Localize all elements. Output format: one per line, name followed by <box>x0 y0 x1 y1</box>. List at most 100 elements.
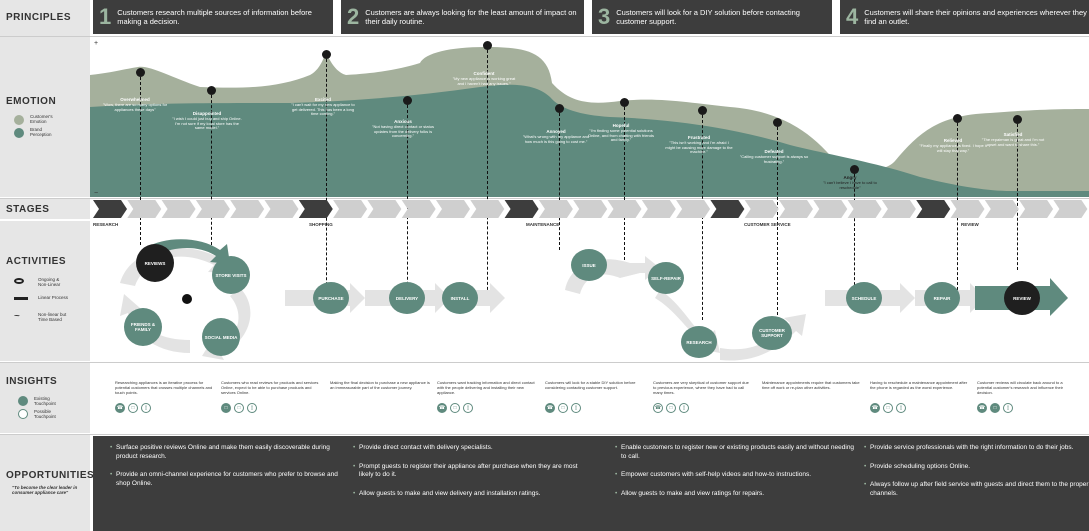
existing-touchpoint-legend: Existing Touchpoint <box>34 396 56 406</box>
emotion-quote: "My new appliance is working great and I… <box>452 75 516 86</box>
computer-icon: □ <box>666 403 676 413</box>
insights-label-bg <box>0 363 90 433</box>
mobile-icon: ▯ <box>571 403 581 413</box>
opportunity-column: Provide direct contact with delivery spe… <box>353 444 593 508</box>
emotion-drop-line <box>624 107 625 260</box>
emotion-title: Defeated <box>764 149 784 154</box>
nonlinear-legend-icon: ~ <box>14 311 20 322</box>
emotion-drop-line <box>211 95 212 245</box>
principle-3: 3 Customers will look for a DIY solution… <box>592 0 832 34</box>
opportunity-item: Enable customers to register new or exis… <box>615 444 855 461</box>
emotion-face-icon <box>483 41 492 50</box>
emotion-title: Confident <box>473 71 495 76</box>
brand-perception-swatch <box>14 128 24 138</box>
stage-chevron <box>127 200 162 218</box>
insight-text: Having to reschedule a maintenance appoi… <box>870 380 968 390</box>
stage-label-maintenance: MAINTENANCE <box>526 222 560 227</box>
stage-chevron <box>607 200 642 218</box>
emotion-label: Overwhelmed"Wow, there are so many optio… <box>100 97 170 112</box>
linear-legend-icon <box>14 297 28 300</box>
stage-chevron <box>367 200 402 218</box>
emotion-quote: "I can't believe I have to call to resch… <box>823 179 877 190</box>
stage-chevron <box>470 200 505 218</box>
emotion-label: Relieved"Finally my appliance is fixed. … <box>918 138 988 153</box>
activity-schedule: SCHEDULE <box>846 282 882 314</box>
principle-number: 4 <box>846 4 859 29</box>
phone-icon: ☎ <box>437 403 447 413</box>
emotion-label: Excited"I can't wait for my new applianc… <box>288 97 358 117</box>
opportunities-row-label: OPPORTUNITIES <box>6 470 95 481</box>
emotion-drop-line <box>326 59 327 305</box>
activity-install: INSTALL <box>442 282 478 314</box>
opportunity-item: Empower customers with self-help videos … <box>615 471 855 480</box>
stage-chevron <box>93 200 127 218</box>
emotion-drop-line <box>140 77 141 245</box>
phone-icon: □ <box>221 403 231 413</box>
insights-row-label: INSIGHTS <box>6 376 58 387</box>
emotion-quote: "Calling customer support is always so f… <box>739 153 809 164</box>
emotion-title: Relieved <box>943 138 963 143</box>
plus-marker: + <box>94 40 98 47</box>
mobile-icon: ▯ <box>463 403 473 413</box>
possible-touchpoint-legend: Possible Touchpoint <box>34 409 56 419</box>
emotion-quote: "Not having direct contact or status upd… <box>372 123 434 139</box>
phone-icon: ☎ <box>653 403 663 413</box>
emotion-drop-line <box>487 50 488 305</box>
stage-chevron <box>984 200 1019 218</box>
stage-chevron <box>676 200 711 218</box>
emotion-face-icon <box>403 96 412 105</box>
mobile-icon: ▯ <box>896 403 906 413</box>
emotion-quote: "This isn't working and I'm afraid I mig… <box>665 139 733 155</box>
touchpoint-dot <box>182 294 192 304</box>
emotion-face-icon <box>322 50 331 59</box>
activity-research: RESEARCH <box>681 326 717 358</box>
separator <box>0 36 1089 37</box>
emotion-title: Angry <box>843 175 857 180</box>
stage-chevron <box>950 200 985 218</box>
insight-text: Customer reviews will circulate back aro… <box>977 380 1063 395</box>
emotion-label: Satisfied"The repairman is great and I'm… <box>978 132 1048 147</box>
activity-self-repair: SELF-REPAIR <box>648 262 684 294</box>
stage-chevron <box>161 200 196 218</box>
activity-social-media: SOCIAL MEDIA <box>202 318 240 356</box>
emotion-label: Defeated"Calling customer support is alw… <box>739 149 809 164</box>
opportunity-item: Allow guests to make and view delivery a… <box>353 490 593 499</box>
nonlinear-legend: Non-linear but Time Based <box>38 312 67 322</box>
emotion-quote: "The repairman is great and I'm not upse… <box>981 136 1045 147</box>
insight-text: Making the final decision to purchase a … <box>330 380 430 390</box>
principle-text: Customers are always looking for the lea… <box>365 8 577 26</box>
stage-label-shopping: SHOPPING <box>309 222 333 227</box>
emotion-quote: "I can't wait for my new appliance to ge… <box>291 101 355 117</box>
touchpoint-icons: ☎□▯ <box>545 403 581 413</box>
emotion-face-icon <box>850 165 859 174</box>
stage-chevron <box>436 200 470 218</box>
stage-label-customer-service: CUSTOMER SERVICE <box>744 222 791 227</box>
principle-4: 4 Customers will share their opinions an… <box>840 0 1089 34</box>
opportunity-item: Provide scheduling options Online. <box>864 463 1089 472</box>
activity-review: REVIEW <box>1004 281 1040 315</box>
stage-chevron <box>538 200 573 218</box>
stage-chevron <box>333 200 368 218</box>
insight-text: Researching appliances is an iterative p… <box>115 380 213 395</box>
stage-chevron <box>1053 200 1088 218</box>
touchpoint-icons: ☎□▯ <box>977 403 1013 413</box>
opportunity-item: Surface positive reviews Online and make… <box>110 444 350 461</box>
stage-chevron <box>401 200 436 218</box>
separator <box>0 362 1089 363</box>
emotion-title: Satisfied <box>1003 132 1023 137</box>
principle-2: 2 Customers are always looking for the l… <box>341 0 584 34</box>
principle-number: 2 <box>347 4 360 29</box>
emotion-title: Hopeful <box>612 123 630 128</box>
stage-chevron <box>230 200 265 218</box>
phone-icon: ☎ <box>977 403 987 413</box>
computer-icon: □ <box>234 403 244 413</box>
stages-label-bg <box>0 199 90 219</box>
customer-emotion-legend: Customer's Emotion <box>30 114 53 124</box>
emotion-face-icon <box>555 104 564 113</box>
emotion-face-icon <box>1013 115 1022 124</box>
activity-purchase: PURCHASE <box>313 282 349 314</box>
emotion-title: Anxious <box>394 119 412 124</box>
stage-chevron <box>710 200 745 218</box>
existing-touchpoint-swatch <box>18 396 28 406</box>
activities-row-label: ACTIVITIES <box>6 256 67 267</box>
